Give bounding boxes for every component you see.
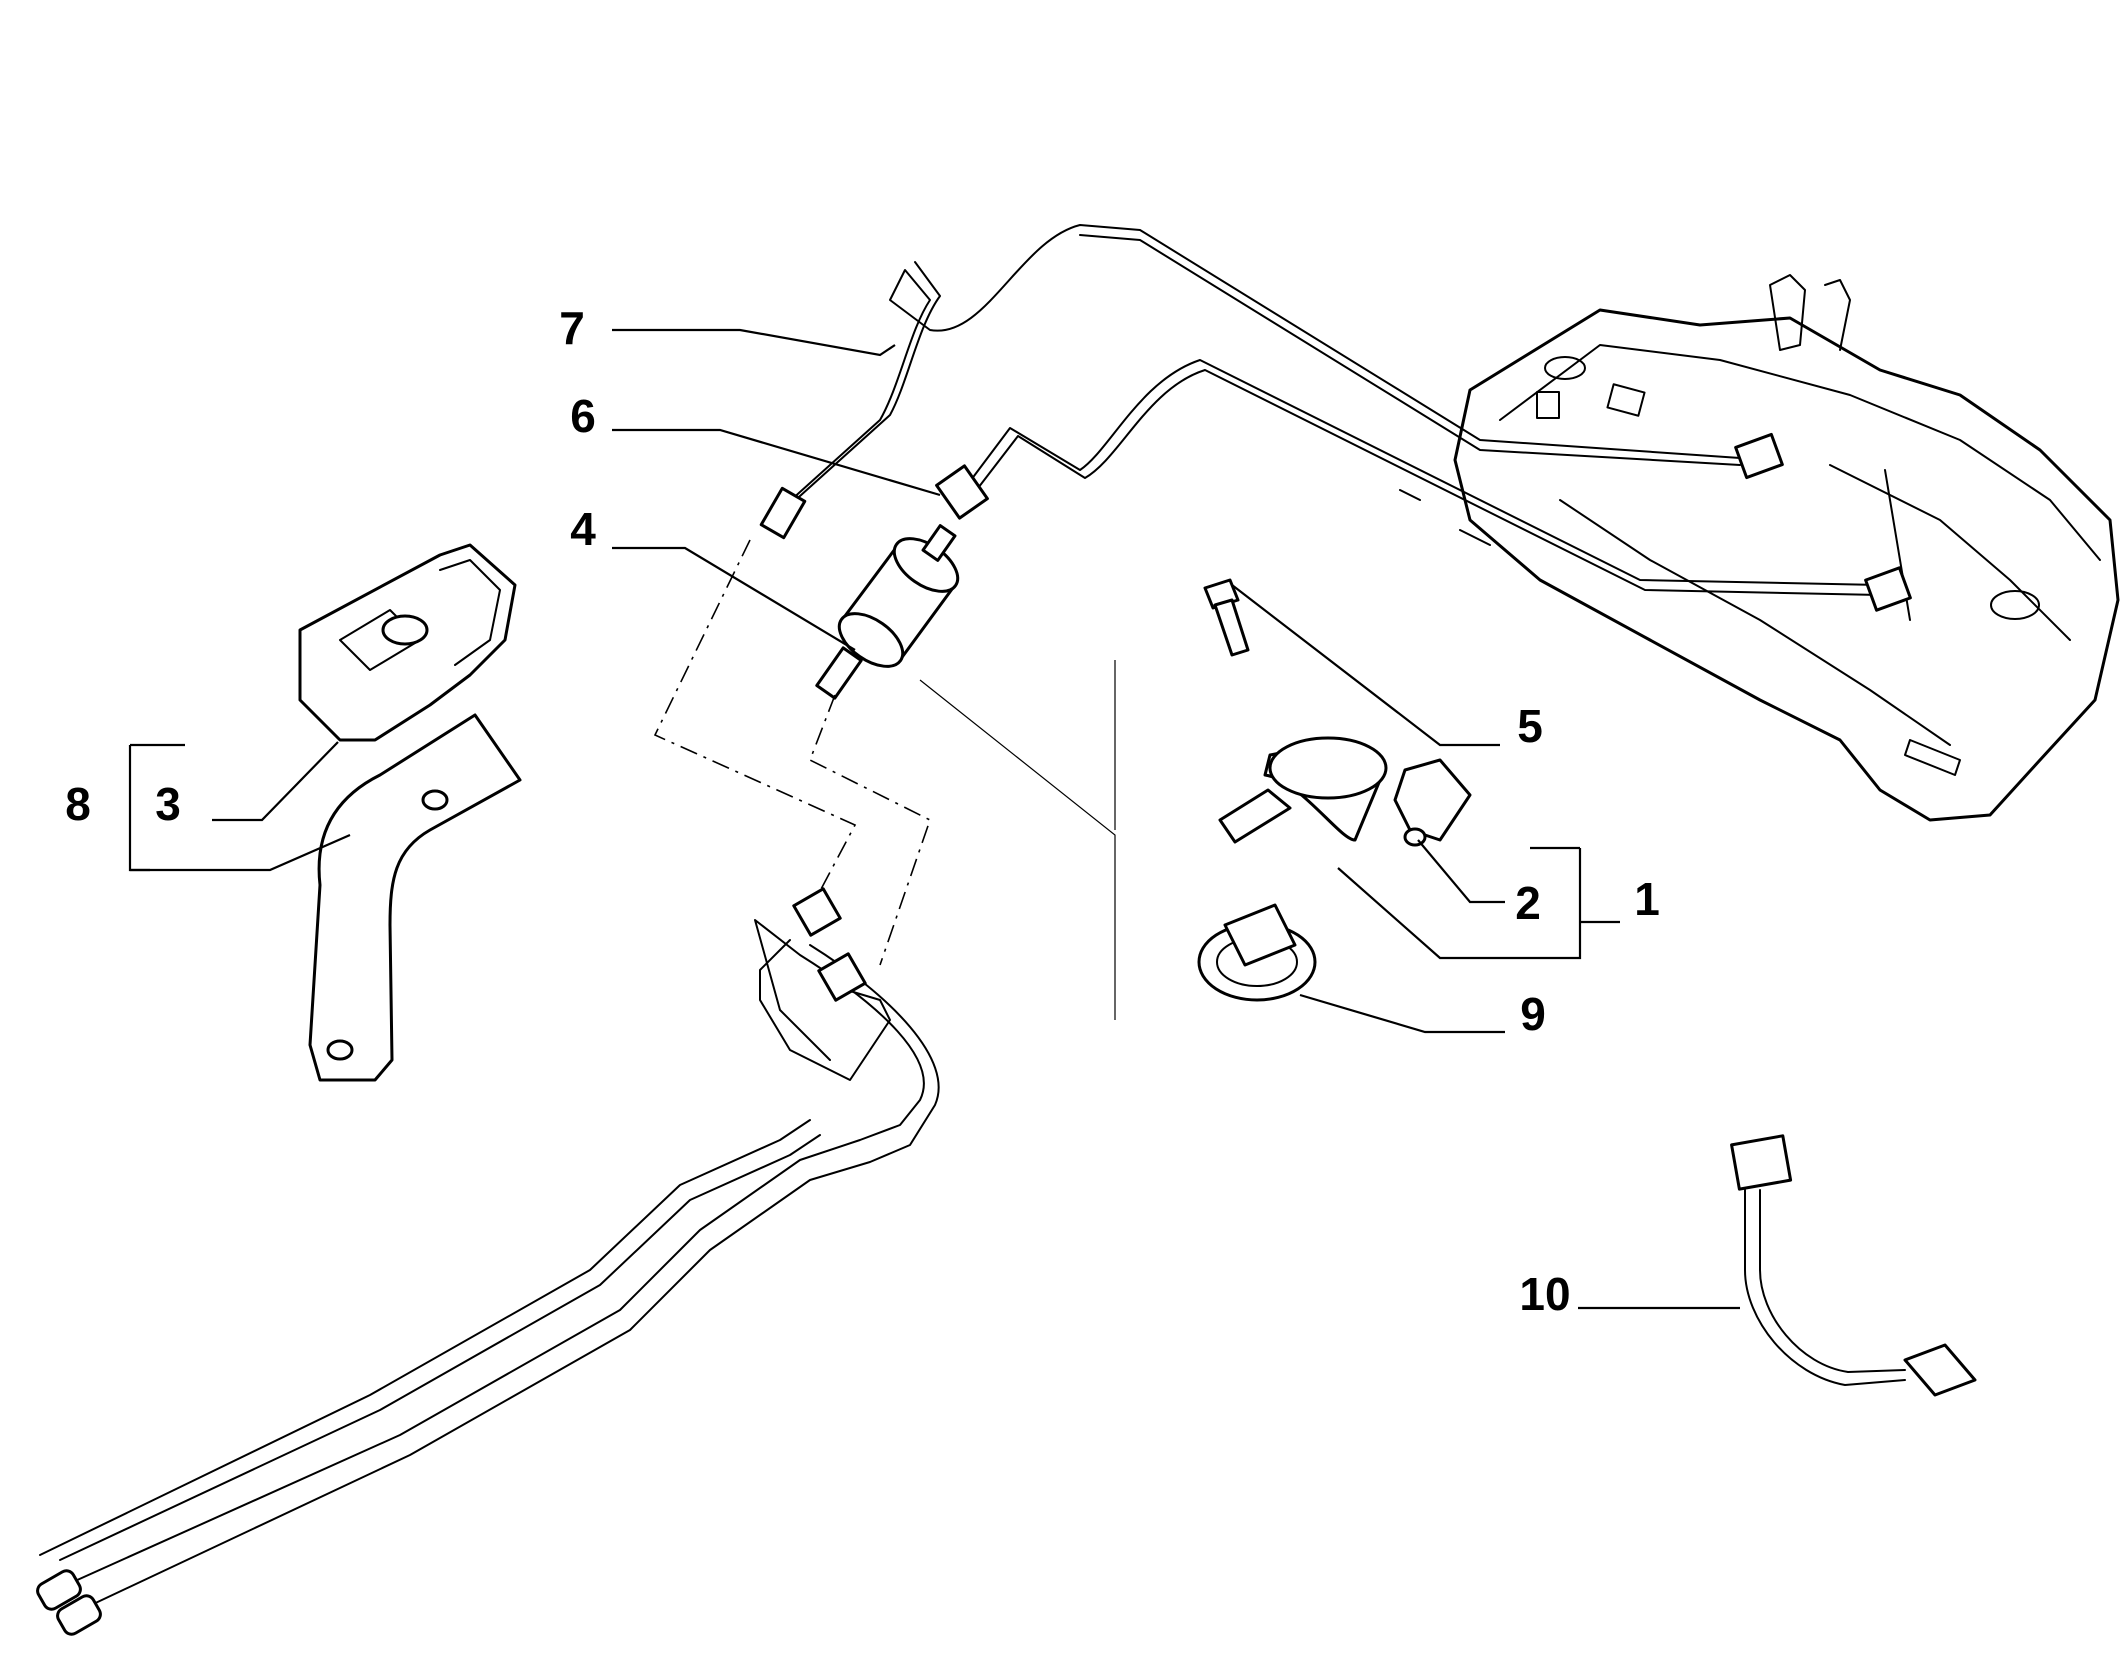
callout-10: 10 [1519,1268,1570,1320]
fuel-level-sender-unit [1218,736,1388,844]
fuel-line-6 [935,359,1912,612]
callout-9: 9 [1520,988,1546,1040]
callout-5: 5 [1517,700,1543,752]
underbody-fuel-lines [36,887,940,1636]
fuel-line-7 [759,224,1784,540]
callout-8: 8 [65,778,91,830]
callout-labels: 7 6 4 8 3 5 2 1 9 10 [65,302,1660,1320]
fuel-tank [1399,274,2120,822]
fuel-filter-4 [815,524,960,700]
callout-2: 2 [1515,877,1541,929]
leader-lines [128,328,1740,1310]
callout-1: 1 [1634,873,1660,925]
bracket-8 [308,713,522,1082]
bracket-3 [298,543,517,742]
callout-6: 6 [570,390,596,442]
seal-9 [1197,903,1317,1002]
bolt-5 [1203,578,1250,657]
sensor-cable-10 [1730,1134,1977,1397]
callout-3: 3 [155,778,181,830]
callout-7: 7 [559,302,585,354]
assembly-guide-lines [653,539,1116,1020]
callout-4: 4 [570,503,596,555]
sensor-2 [1393,758,1472,847]
